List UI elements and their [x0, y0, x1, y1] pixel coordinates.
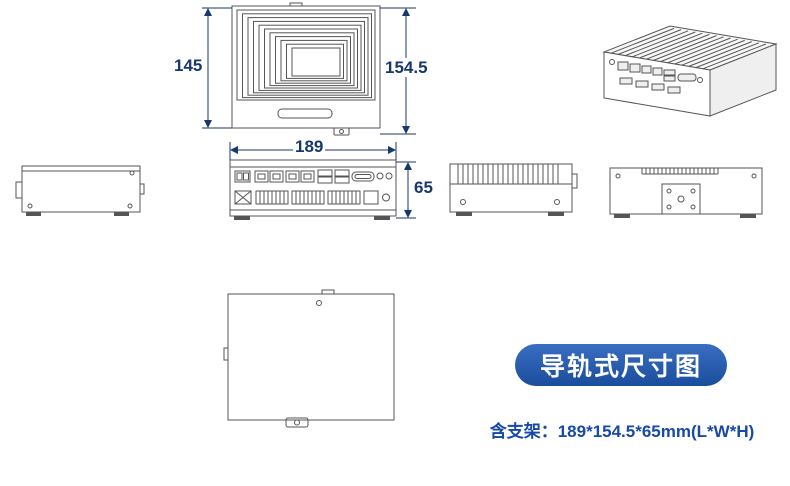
db9-connector	[351, 171, 375, 182]
top-view-body	[231, 5, 381, 129]
foot	[374, 216, 390, 220]
rear-fin-comb	[641, 168, 719, 174]
foot	[548, 212, 564, 216]
side-fins	[457, 164, 559, 184]
screw-hole	[316, 300, 322, 306]
din-rail-size-badge: 导轨式尺寸图	[515, 344, 727, 386]
front-ports-row1	[234, 169, 393, 184]
left-side-view-drawing	[14, 160, 148, 222]
foot	[740, 214, 756, 218]
front-view-drawing	[228, 158, 398, 224]
din-mount-plate	[661, 183, 701, 215]
top-view-slot	[277, 108, 333, 119]
front-ports-row2-terminal-blocks	[234, 190, 390, 205]
front-width-dimension: 189	[293, 137, 326, 156]
foot	[456, 212, 472, 216]
foot	[614, 214, 630, 218]
top-view-depth-dimension: 154.5	[383, 58, 430, 77]
iso-heatsink-fins	[610, 27, 767, 70]
right-side-view-drawing	[446, 158, 580, 222]
bottom-din-clip	[285, 417, 309, 428]
din-clip-side	[571, 173, 578, 189]
foot	[114, 212, 129, 216]
foot	[26, 212, 41, 216]
iso-right-face	[709, 43, 777, 117]
antenna-hole	[385, 172, 393, 180]
iso-front-ports	[609, 59, 703, 94]
dimension-line-65	[396, 158, 430, 228]
top-view-drawing	[228, 2, 388, 142]
bottom-view-drawing	[222, 288, 400, 436]
side-mount-tab	[15, 181, 23, 199]
isometric-view-drawing	[592, 2, 790, 124]
dimension-line-145	[186, 2, 232, 142]
rear-view-drawing	[606, 162, 770, 220]
top-view-fin-rings	[236, 9, 376, 101]
top-view-din-clip	[333, 127, 350, 136]
top-view-height-dimension: 145	[172, 56, 205, 75]
bracket-dimensions-caption: 含支架：189*154.5*65mm(L*W*H)	[489, 422, 755, 441]
front-height-dimension: 65	[412, 178, 435, 197]
foot	[234, 216, 250, 220]
antenna-hole	[376, 172, 384, 180]
badge-label: 导轨式尺寸图	[539, 353, 702, 381]
